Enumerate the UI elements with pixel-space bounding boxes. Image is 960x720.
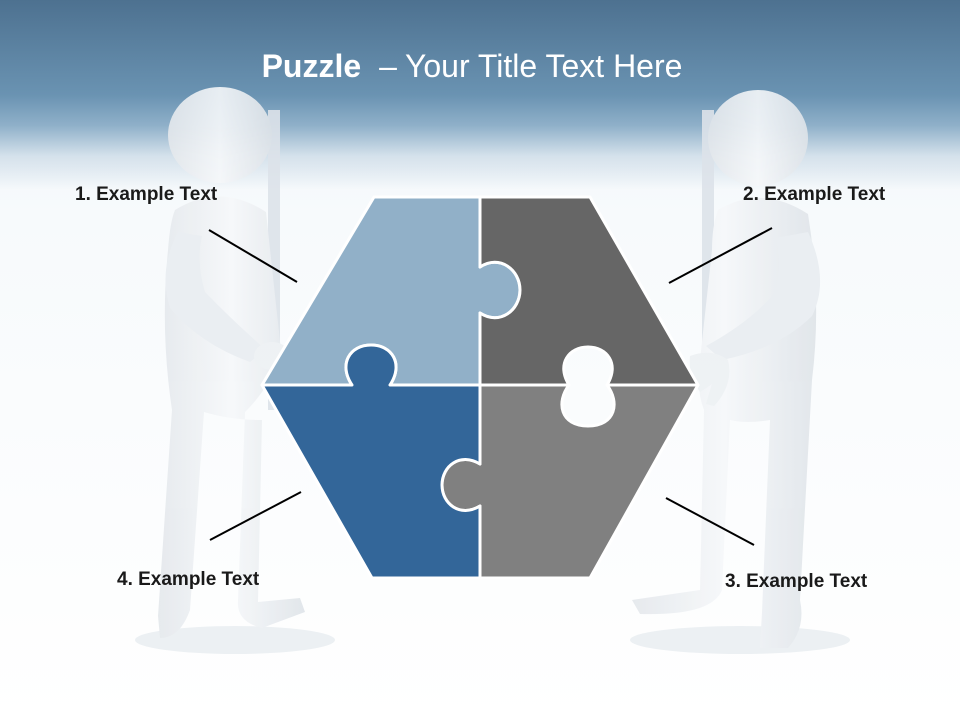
right-figure-arm xyxy=(706,232,821,360)
connector-line-3 xyxy=(665,497,755,546)
left-figure-shadow xyxy=(135,626,335,654)
connector-line-4 xyxy=(209,491,302,541)
label-4: 4. Example Text xyxy=(117,569,260,590)
connector-line-2 xyxy=(668,227,773,284)
right-figure-head xyxy=(708,90,808,186)
puzzle-piece-bottom-left xyxy=(260,343,482,580)
right-figure-shadow xyxy=(630,626,850,654)
hexagon-puzzle xyxy=(260,195,700,580)
title-bold: Puzzle xyxy=(261,48,362,84)
connector-lines xyxy=(208,227,773,546)
left-figure xyxy=(135,87,335,654)
label-3: 3. Example Text xyxy=(725,571,868,592)
right-figure-hand xyxy=(689,352,730,406)
slide-title: Puzzle–Your Title Text Here xyxy=(0,48,944,85)
left-figure-arm xyxy=(165,232,266,362)
right-figure xyxy=(630,90,850,654)
label-2: 2. Example Text xyxy=(743,184,886,205)
label-1: 1. Example Text xyxy=(75,184,218,205)
title-separator: – xyxy=(379,48,397,84)
connector-line-1 xyxy=(208,229,298,283)
left-figure-head xyxy=(168,87,272,183)
title-rest: Your Title Text Here xyxy=(404,48,683,84)
